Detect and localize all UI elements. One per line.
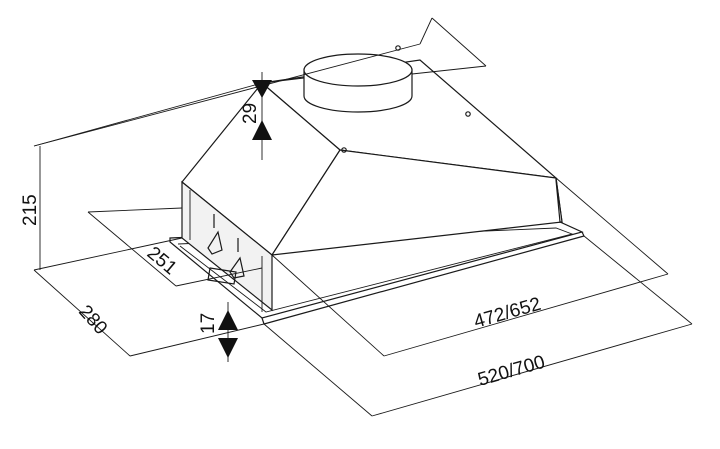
hood-body bbox=[181, 45, 563, 312]
depth-label: 280 bbox=[74, 301, 111, 339]
inner-depth-label: 251 bbox=[143, 243, 181, 279]
overall-width-label: 520/700 bbox=[476, 352, 548, 391]
dimension-lines bbox=[33, 17, 693, 417]
exhaust-outlet bbox=[303, 53, 413, 113]
dimension-arrows bbox=[218, 80, 272, 358]
outlet-height-label: 29 bbox=[240, 103, 261, 124]
overall-height-label: 215 bbox=[20, 194, 41, 226]
inner-width-label: 472/652 bbox=[472, 294, 544, 333]
rim-height-label: 17 bbox=[198, 313, 219, 334]
